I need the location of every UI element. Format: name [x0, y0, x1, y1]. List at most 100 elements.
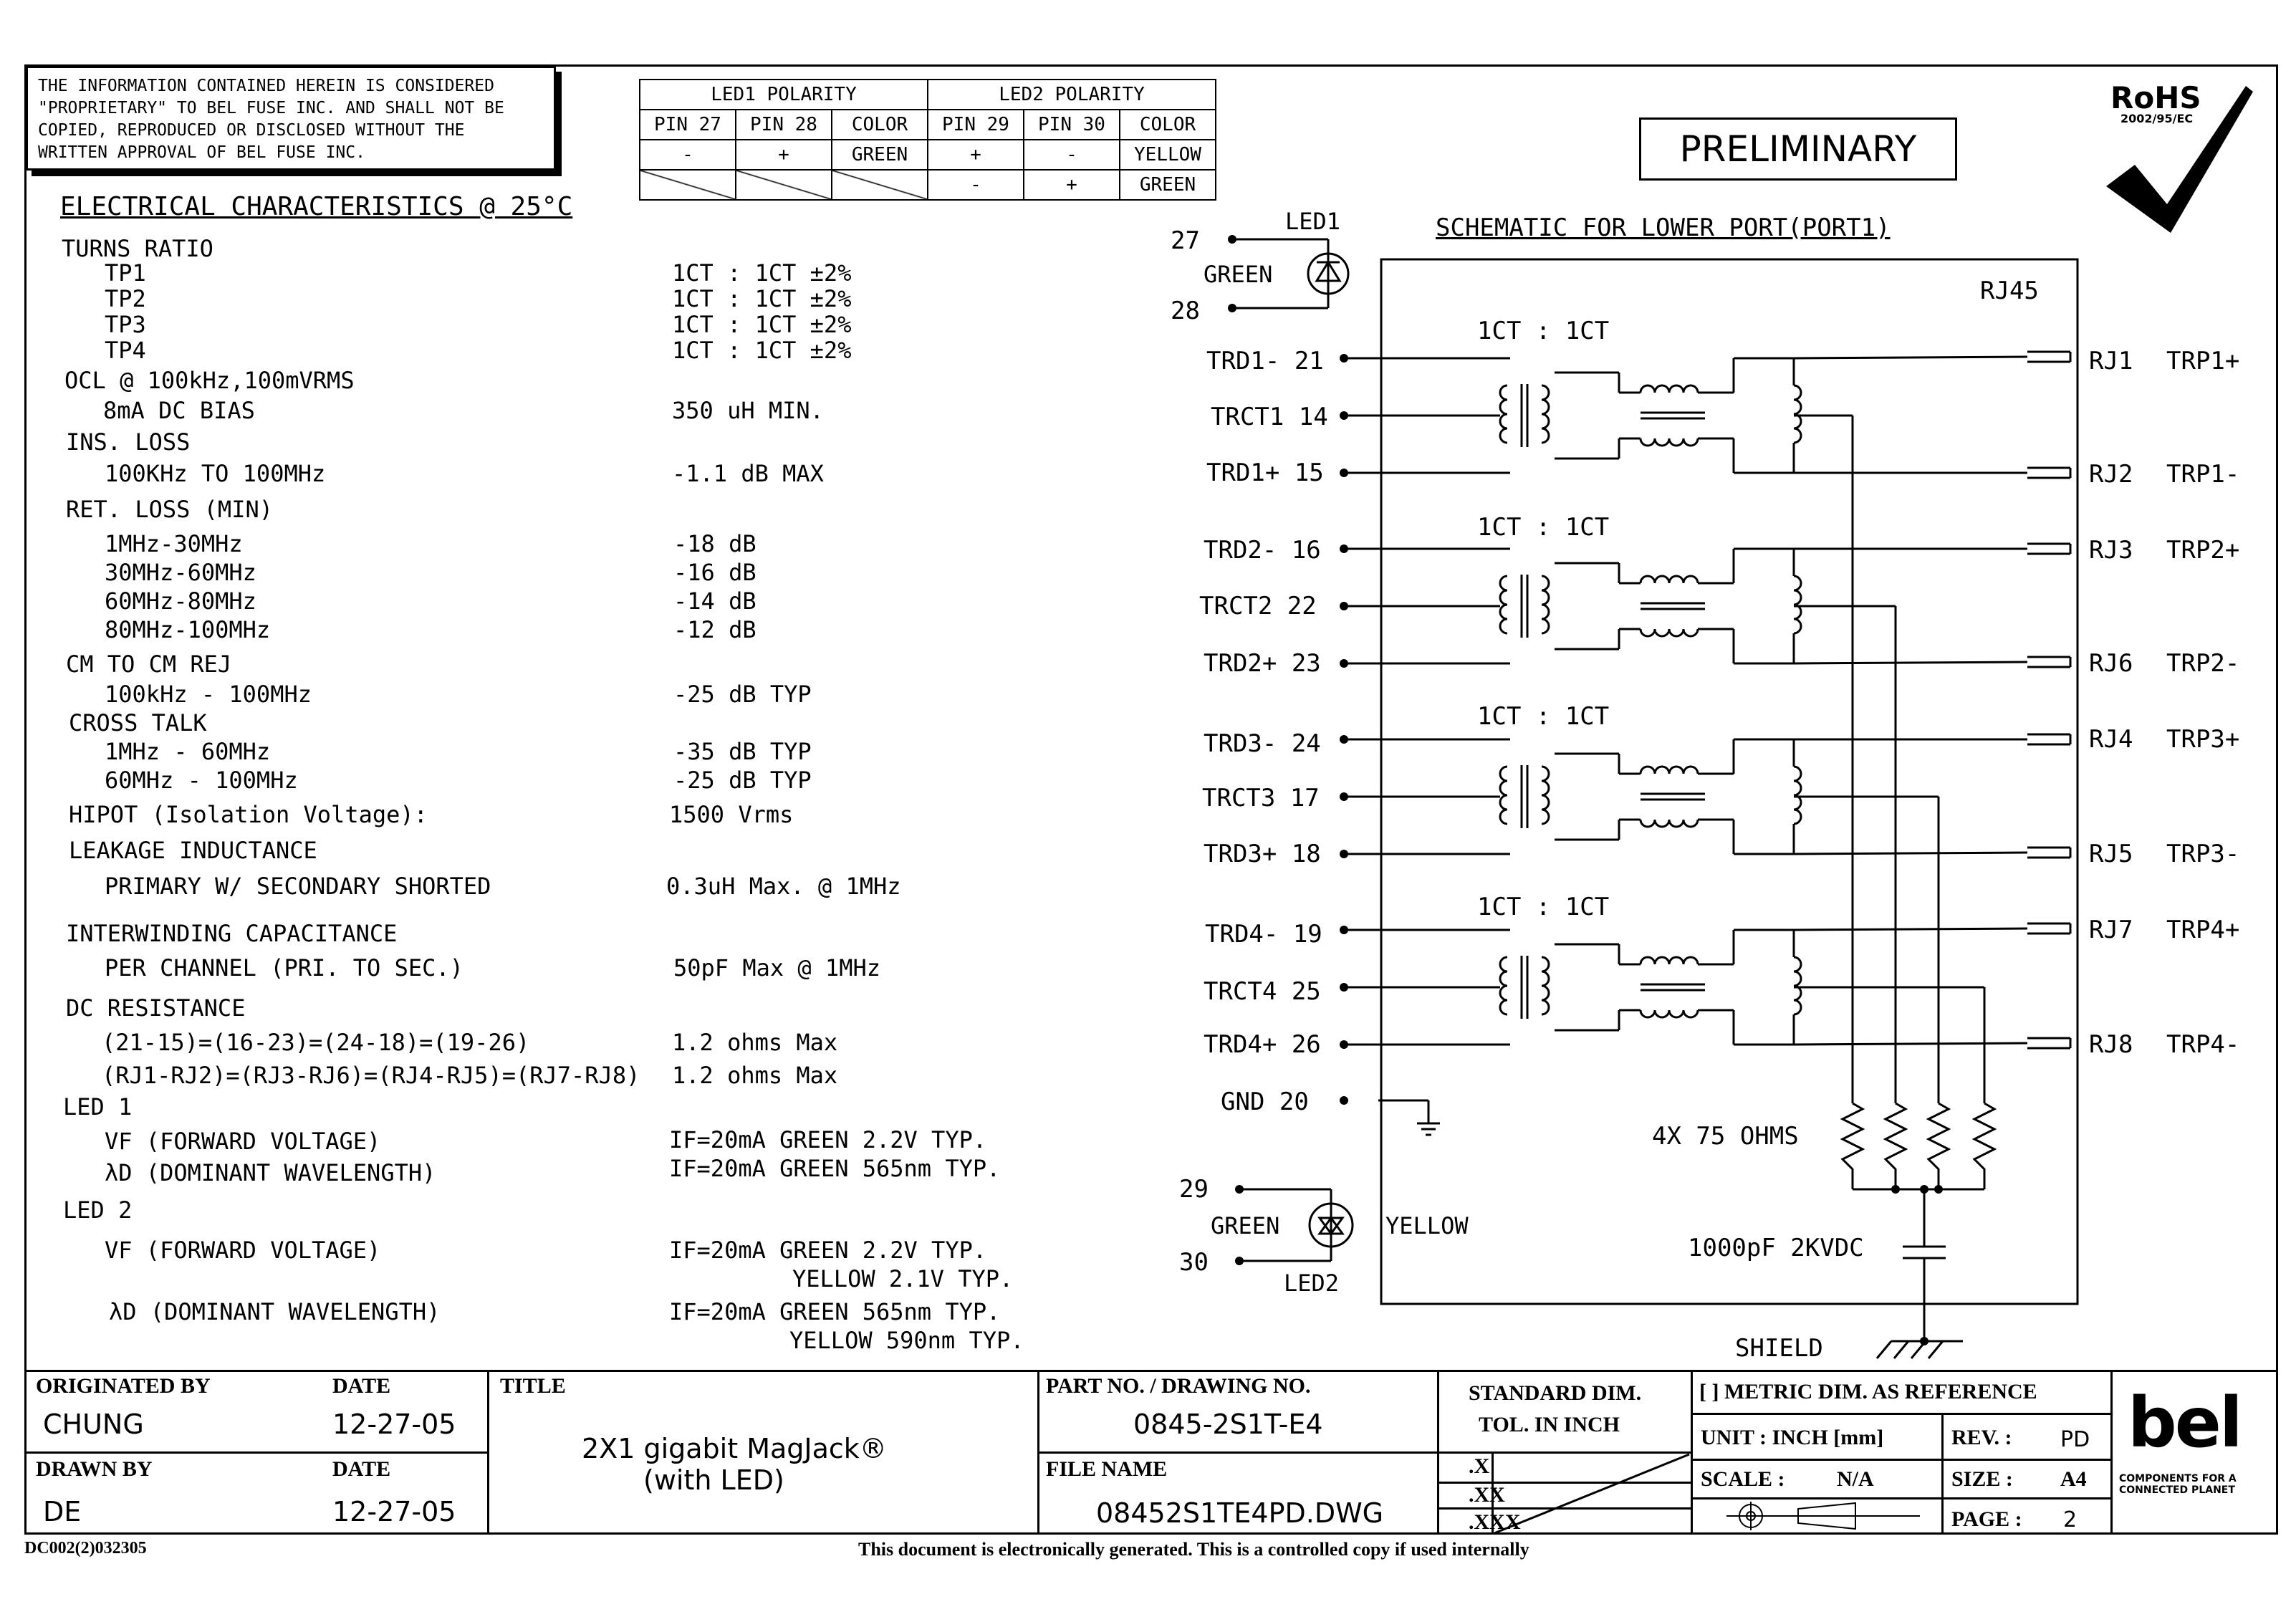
rj-pin: RJ1	[2089, 347, 2133, 375]
proprietary-notice: THE INFORMATION CONTAINED HEREIN IS CONS…	[26, 66, 556, 171]
ec-label: OCL @ 100kHz,100mVRMS	[64, 367, 355, 394]
ec-value: -18 dB	[673, 530, 756, 557]
rj-pin: RJ7	[2089, 916, 2133, 944]
tb-divider	[1437, 1482, 1691, 1484]
pin-dot	[1228, 235, 1236, 244]
cmc-coil	[1793, 956, 1802, 1016]
ratio-label: 1CT : 1CT	[1477, 702, 1610, 731]
ec-label: 100KHz TO 100MHz	[105, 460, 326, 487]
rohs-subtitle: 2002/95/EC	[2120, 112, 2194, 125]
pin-28: 28	[1171, 297, 1200, 325]
rj-pin: RJ4	[2089, 725, 2133, 754]
page-label: PAGE :	[1951, 1507, 2022, 1531]
ec-label: (RJ1-RJ2)=(RJ3-RJ6)=(RJ4-RJ5)=(RJ7-RJ8)	[102, 1062, 640, 1089]
pin-dot	[1340, 469, 1348, 477]
table-cell: -	[639, 139, 736, 171]
pin-label: TRD1- 21	[1206, 347, 1324, 375]
col-header: PIN 28	[735, 109, 832, 140]
tb-divider	[1691, 1497, 2110, 1499]
tb-divider	[1691, 1459, 2110, 1461]
tb-divider	[2110, 1370, 2113, 1535]
ec-value: IF=20mA GREEN 565nm TYP.	[669, 1298, 1001, 1325]
resistor-label: 4X 75 OHMS	[1652, 1122, 1799, 1151]
notice-line: WRITTEN APPROVAL OF BEL FUSE INC.	[38, 143, 365, 162]
rj-pin: RJ5	[2089, 840, 2133, 868]
capacitor-label: 1000pF 2KVDC	[1688, 1234, 1864, 1262]
pin-dot	[1340, 354, 1348, 363]
ec-label: 30MHz-60MHz	[105, 559, 256, 586]
choke-coil	[1639, 628, 1699, 638]
led-polarity-table: LED1 POLARITY LED2 POLARITY PIN 27 PIN 2…	[639, 79, 1216, 201]
ec-value: -12 dB	[673, 616, 756, 643]
ec-value: 350 uH MIN.	[672, 397, 824, 424]
trp-pin: TRP4+	[2166, 916, 2240, 944]
gnd-label: GND 20	[1221, 1088, 1309, 1116]
led1-polarity-header: LED1 POLARITY	[639, 79, 928, 110]
drawn-by-label: DRAWN BY	[36, 1457, 153, 1481]
table-cell: -	[1023, 139, 1120, 171]
ec-value: IF=20mA GREEN 2.2V TYP.	[669, 1237, 987, 1264]
choke-coil	[1639, 819, 1699, 828]
table-cell: +	[927, 139, 1024, 171]
ec-value: 50pF Max @ 1MHz	[673, 954, 880, 982]
resistor-75-ohm	[1840, 1102, 1865, 1189]
led2-polarity-header: LED2 POLARITY	[927, 79, 1216, 110]
originated-by-label: ORIGINATED BY	[36, 1374, 211, 1398]
rj-pin: RJ8	[2089, 1030, 2133, 1059]
ec-label: DC RESISTANCE	[66, 994, 246, 1022]
ec-value: -14 dB	[673, 587, 756, 615]
led1-color: GREEN	[1204, 261, 1273, 288]
pin-label: TRD2- 16	[1204, 536, 1321, 565]
pin-27: 27	[1171, 226, 1200, 255]
title-label: TITLE	[500, 1374, 566, 1398]
originated-date: 12-27-05	[332, 1409, 456, 1440]
trp-pin: TRP3-	[2166, 840, 2240, 868]
tol-x: .X	[1469, 1454, 1490, 1478]
ec-value: -1.1 dB MAX	[672, 460, 824, 487]
pin-29: 29	[1179, 1175, 1209, 1204]
choke-coil	[1639, 438, 1699, 447]
ec-value: 1CT : 1CT ±2%	[672, 259, 852, 287]
empty-cell	[735, 169, 832, 201]
pin-label: TRCT2 22	[1199, 592, 1317, 620]
pin-dot	[1340, 544, 1348, 553]
choke-coil	[1639, 765, 1699, 774]
ec-label: TURNS RATIO	[62, 235, 213, 262]
wire	[1793, 927, 2028, 931]
ec-value: -25 dB TYP	[673, 681, 812, 708]
tb-divider	[1437, 1451, 1691, 1454]
part-no-label: PART NO. / DRAWING NO.	[1046, 1374, 1311, 1398]
trp-pin: TRP4-	[2166, 1030, 2240, 1059]
ec-value: -16 dB	[673, 559, 756, 586]
ec-label: 8mA DC BIAS	[103, 397, 255, 424]
trp-pin: TRP1+	[2166, 347, 2240, 375]
col-header: COLOR	[831, 109, 928, 140]
ec-label: INS. LOSS	[66, 428, 191, 456]
pin-dot	[1920, 1337, 1928, 1345]
trp-pin: TRP2-	[2166, 649, 2240, 678]
wire	[1793, 355, 2028, 360]
resistor-75-ohm	[1883, 1102, 1908, 1189]
tb-divider	[1037, 1451, 1437, 1454]
cmc-coil	[1793, 575, 1802, 635]
transformer-secondary-coil	[1541, 575, 1550, 635]
ec-value: 0.3uH Max. @ 1MHz	[666, 873, 901, 900]
ec-label: PRIMARY W/ SECONDARY SHORTED	[105, 873, 491, 900]
doc-code: DC002(2)032305	[24, 1539, 147, 1558]
rev-value: PD	[2060, 1427, 2090, 1452]
transformer-primary-coil	[1499, 765, 1508, 825]
trp-pin: TRP2+	[2166, 536, 2240, 565]
ec-label: 80MHz-100MHz	[105, 616, 271, 643]
bel-logo: bel	[2128, 1383, 2243, 1463]
pin-30: 30	[1179, 1248, 1209, 1277]
tol-xxx: .XXX	[1469, 1510, 1521, 1534]
pin-dot	[1340, 792, 1348, 801]
tol-xx: .XX	[1469, 1483, 1505, 1507]
pin-dot	[1340, 926, 1348, 934]
drawn-by: DE	[43, 1496, 82, 1527]
title-line-1: 2X1 gigabit MagJack®	[582, 1433, 887, 1464]
size-label: SIZE :	[1951, 1467, 2013, 1491]
pin-dot	[1235, 1257, 1244, 1265]
table-cell: YELLOW	[1119, 139, 1216, 171]
trp-pin: TRP1-	[2166, 460, 2240, 489]
